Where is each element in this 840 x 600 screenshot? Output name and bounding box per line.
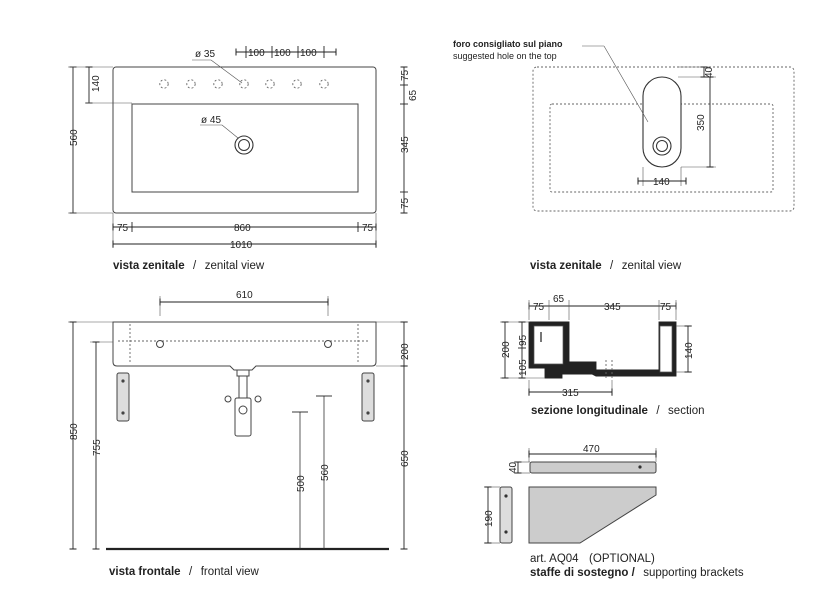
bracket-article: art. AQ04 (OPTIONAL) [530, 549, 655, 566]
dim-610: 610 [236, 290, 253, 301]
br-dim-470: 470 [583, 444, 600, 455]
basin-front [112, 321, 377, 371]
section-view: 75 65 345 75 200 105 95 315 140 sezione … [500, 294, 704, 418]
sec-dim-200: 200 [501, 341, 512, 358]
dim-right-345: 345 [400, 136, 411, 153]
dim-top-depth: 140 [91, 75, 102, 92]
note-suggested-hole-it: foro consigliato sul piano [453, 39, 563, 49]
dim-right-75-top: 75 [400, 69, 411, 81]
dim-500: 500 [296, 475, 307, 492]
dim-200: 200 [400, 343, 411, 360]
br-dim-190: 190 [484, 510, 495, 527]
dim-755: 755 [92, 439, 103, 456]
bracket-right [361, 372, 375, 422]
dim-850: 850 [69, 423, 80, 440]
dim-hole-dia: ø 35 [195, 49, 215, 60]
dim-bottom-860: 860 [234, 223, 251, 234]
sec-dim-105: 105 [518, 359, 529, 376]
dim-650: 650 [400, 450, 411, 467]
dim-right-75-bot: 75 [400, 197, 411, 209]
dim-hole-350: 350 [696, 114, 707, 131]
bracket-caption: staffe di sostegno / supporting brackets [530, 563, 744, 580]
sec-dim-315: 315 [562, 388, 579, 399]
sec-dim-75-right: 75 [660, 302, 672, 313]
dim-right-65: 65 [408, 89, 419, 101]
tap-holes [159, 79, 329, 89]
sec-dim-65: 65 [553, 294, 565, 305]
bracket-side-plate [499, 486, 513, 544]
bracket-left [116, 372, 130, 422]
bracket-top-view [529, 461, 657, 474]
dim-drain-dia: ø 45 [201, 115, 221, 126]
zenital2-caption: vista zenitale / zenital view [530, 256, 682, 273]
suggested-hole [642, 76, 682, 168]
sec-dim-345: 345 [604, 302, 621, 313]
dim-bottom-75-right: 75 [362, 223, 374, 234]
countertop-outline [532, 66, 795, 212]
dim-hole-40: 40 [704, 66, 715, 78]
frontal-caption: vista frontale / frontal view [109, 562, 260, 579]
zenital-view: ø 35 100 100 100 ø 45 560 140 75 65 345 … [68, 46, 419, 273]
siphon [224, 369, 262, 437]
zenital-hole-view: foro consigliato sul piano suggested hol… [453, 39, 795, 273]
br-dim-40: 40 [508, 461, 519, 473]
dim-spacing-2: 100 [274, 48, 291, 59]
sec-dim-140: 140 [684, 342, 695, 359]
dim-hole-140: 140 [653, 177, 670, 188]
section-profile [528, 321, 677, 379]
bracket-profile [528, 486, 657, 544]
frontal-view: 500 560 610 850 755 200 650 vista fronta… [68, 290, 411, 579]
dim-depth-total: 560 [69, 129, 80, 146]
note-suggested-hole-en: suggested hole on the top [453, 51, 557, 61]
section-caption: sezione longitudinale / section [531, 401, 704, 418]
sec-dim-95: 95 [518, 334, 529, 346]
dim-spacing-3: 100 [300, 48, 317, 59]
brackets-view: 470 40 190 art. AQ04 (OPTIONAL) staffe d… [484, 444, 744, 580]
dim-bottom-75-left: 75 [117, 223, 129, 234]
dim-560: 560 [320, 464, 331, 481]
zenital-caption: vista zenitale / zenital view [113, 256, 265, 273]
sec-dim-75-left: 75 [533, 302, 545, 313]
drain [234, 135, 254, 155]
dim-bottom-1010: 1010 [230, 240, 253, 251]
dim-spacing-1: 100 [248, 48, 265, 59]
